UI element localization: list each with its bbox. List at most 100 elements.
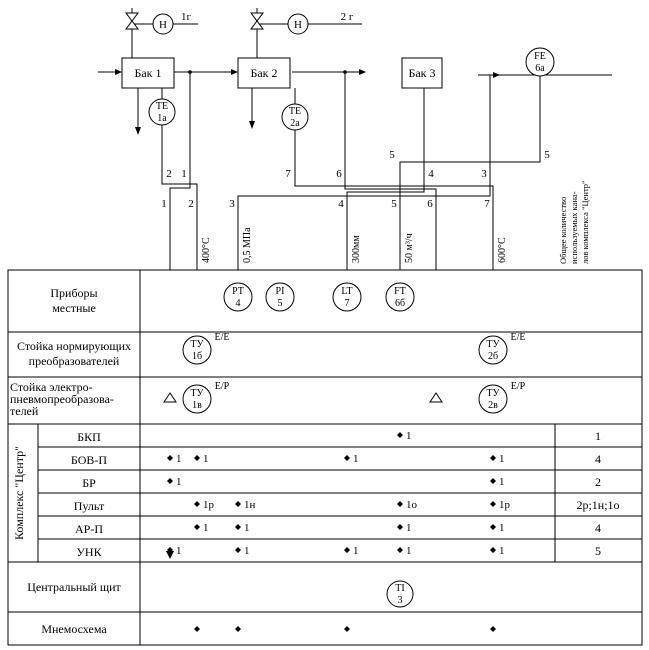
ty1b-tag: ТУ — [190, 339, 204, 350]
tank2-box — [237, 57, 291, 89]
mark-pult-3: 1о — [406, 499, 418, 511]
te1a-circle — [148, 98, 176, 126]
unit-label-400c: 400°С — [201, 237, 212, 263]
mark-pult-2: 1н — [244, 499, 256, 511]
mark-arp-2: 1 — [244, 522, 250, 534]
te2a-circle — [281, 103, 309, 131]
channel-5: 5 — [391, 198, 397, 210]
ti3-tag: TI — [395, 583, 404, 594]
count-arp: 4 — [595, 521, 601, 535]
ty1v-num: 1в — [192, 400, 202, 411]
pi5-tag: PI — [276, 286, 285, 297]
mark-unk-2: 1 — [244, 545, 250, 557]
wire-label-3: 3 — [481, 168, 487, 180]
mark-bov-3: 1 — [353, 453, 359, 465]
ti3-circle — [386, 580, 414, 608]
pump-h2-label: Н — [294, 19, 302, 31]
junction-dot — [188, 70, 192, 74]
row-br-label: БР — [82, 476, 96, 490]
row-complex-label: Комплекс "Центр" — [12, 446, 26, 540]
pi5-circle — [265, 282, 295, 312]
mark-bov-2: 1 — [203, 453, 209, 465]
ty2b-circle — [478, 335, 508, 365]
count-unk: 5 — [595, 544, 601, 558]
ty2v-circle — [478, 384, 508, 414]
wire-label-5a: 5 — [389, 149, 395, 161]
te2a-num: 2а — [290, 118, 300, 129]
fe6a-tag: FE — [534, 51, 546, 62]
count-bov: 4 — [595, 452, 601, 466]
junction-dot — [343, 70, 347, 74]
mark-unk-3: 1 — [353, 545, 359, 557]
pump-h1-circle — [152, 13, 174, 35]
pt4-tag: РТ — [232, 286, 244, 297]
tank1-box — [121, 57, 175, 89]
valve-1-icon — [125, 12, 139, 30]
mark-arp-3: 1 — [406, 522, 412, 534]
row-pneumo-line3: телей — [10, 404, 39, 418]
channel-1: 1 — [161, 198, 167, 210]
pump-h2-circle — [287, 13, 309, 35]
ty1b-signal: Е/Е — [215, 332, 230, 343]
line2-label: 2 г — [341, 11, 354, 23]
wire-label-7: 7 — [285, 168, 291, 180]
mark-bov-4: 1 — [499, 453, 505, 465]
ft6b-tag: FT — [394, 286, 406, 297]
pt4-circle — [223, 282, 253, 312]
unit-label-300mm: 300мм — [351, 235, 362, 263]
ft6b-num: 6б — [395, 298, 405, 309]
row-pult-label: Пульт — [74, 499, 105, 513]
mark-bkp-1: 1 — [406, 430, 412, 442]
tank3-label: Бак 3 — [408, 66, 435, 80]
ty2b-tag: ТУ — [486, 339, 500, 350]
count-pult: 2р;1н;1о — [576, 498, 619, 512]
pt4-num: 4 — [236, 298, 241, 309]
channel-7: 7 — [484, 198, 490, 210]
count-bkp: 1 — [595, 429, 601, 443]
lt7-circle — [332, 282, 362, 312]
row-arp-label: АР-П — [75, 522, 103, 536]
mark-unk-4: 1 — [406, 545, 412, 557]
row-norm-line1: Стойка нормирующих — [17, 339, 131, 353]
right-caption-line3: лов комплекса "Центр" — [580, 180, 590, 264]
wire-label-1: 1 — [181, 168, 187, 180]
ty2v-tag: ТУ — [486, 388, 500, 399]
tank1-label: Бак 1 — [134, 66, 161, 80]
row-local-line2: местные — [52, 301, 96, 315]
wire-label-2: 2 — [166, 168, 172, 180]
mark-arp-4: 1 — [499, 522, 505, 534]
mark-arp-1: 1 — [203, 522, 209, 534]
valve-2-icon — [250, 12, 264, 30]
right-caption-line1: Общее количество — [558, 197, 568, 264]
pi5-num: 5 — [278, 298, 283, 309]
row-unk-label: УНК — [76, 545, 102, 559]
unit-label-600c: 600°С — [497, 237, 508, 263]
wire-label-5b: 5 — [544, 149, 550, 161]
lt7-num: 7 — [345, 298, 350, 309]
ty2v-signal: Е/Р — [511, 381, 526, 392]
ti3-num: 3 — [398, 595, 403, 606]
row-norm-line2: преобразователей — [29, 354, 120, 368]
row-pneumo-line2: пневмопреобразова- — [10, 392, 114, 406]
fe6a-num: 6а — [535, 63, 545, 74]
fe6a-circle — [525, 47, 555, 77]
row-bkp-label: БКП — [77, 430, 101, 444]
mark-unk-1: 1 — [176, 545, 182, 557]
mark-pult-4: 1р — [499, 499, 511, 511]
ty2b-num: 2б — [488, 351, 498, 362]
wire-label-4: 4 — [428, 168, 434, 180]
ty1b-circle — [182, 335, 212, 365]
ft6b-circle — [385, 282, 415, 312]
count-br: 2 — [595, 475, 601, 489]
channel-3: 3 — [229, 198, 235, 210]
row-mnemo-label: Мнемосхема — [41, 622, 107, 636]
mark-pult-1: 1р — [203, 499, 215, 511]
channel-2: 2 — [188, 198, 194, 210]
unit-label-50m3h: 50 м³/ч — [404, 233, 415, 263]
mark-br-1: 1 — [176, 476, 182, 488]
table-grid — [7, 269, 643, 646]
ty2v-num: 2в — [488, 400, 498, 411]
te1a-num: 1а — [157, 113, 167, 124]
